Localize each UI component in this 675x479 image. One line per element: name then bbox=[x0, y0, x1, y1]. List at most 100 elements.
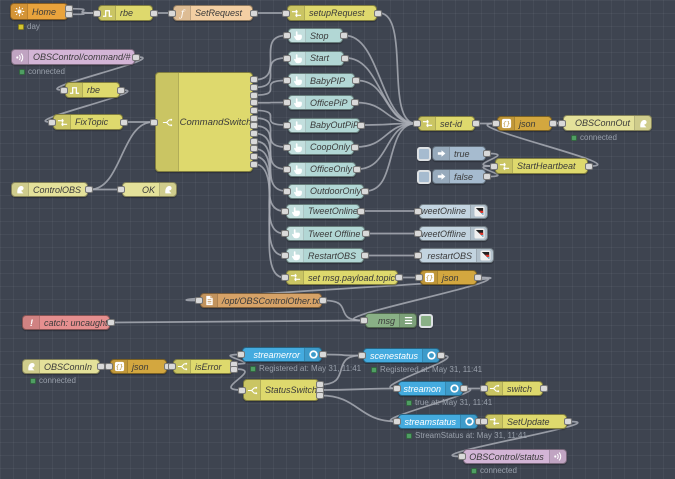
debug-toggle-button[interactable] bbox=[419, 313, 433, 328]
out-port[interactable] bbox=[357, 121, 365, 129]
node-msgdebug[interactable]: msg bbox=[365, 313, 417, 328]
in-port[interactable] bbox=[492, 120, 500, 127]
node-fixtopic[interactable]: FixTopic bbox=[53, 114, 123, 130]
in-port[interactable] bbox=[60, 86, 68, 94]
out-port[interactable] bbox=[483, 150, 491, 157]
wire[interactable] bbox=[111, 319, 364, 324]
node-outdooronly[interactable]: OutdoorOnly bbox=[288, 183, 364, 199]
inject-button[interactable] bbox=[417, 169, 431, 184]
wire[interactable] bbox=[56, 56, 144, 91]
out-port[interactable] bbox=[352, 77, 360, 84]
out-port[interactable] bbox=[250, 145, 258, 153]
out-port[interactable] bbox=[437, 352, 445, 359]
in-port[interactable] bbox=[105, 363, 113, 370]
in-port[interactable] bbox=[413, 120, 421, 127]
node-mqttout1[interactable]: OBSControl/status bbox=[463, 449, 567, 464]
in-port[interactable] bbox=[238, 386, 246, 394]
node-streamon[interactable]: streamon bbox=[398, 381, 463, 396]
in-port[interactable] bbox=[281, 274, 289, 281]
node-setuprequest[interactable]: setupRequest bbox=[287, 5, 377, 21]
out-port[interactable] bbox=[117, 86, 125, 94]
in-port[interactable] bbox=[458, 453, 466, 460]
out-port[interactable] bbox=[374, 9, 382, 17]
node-scenestatus[interactable]: scenestatus bbox=[363, 348, 440, 363]
node-officeonly[interactable]: OfficeOnly bbox=[288, 161, 356, 177]
node-ok[interactable]: OK bbox=[122, 182, 177, 197]
out-port[interactable] bbox=[361, 187, 369, 195]
in-port[interactable] bbox=[93, 9, 101, 17]
node-tweetonline[interactable]: TweetOnline bbox=[286, 203, 360, 219]
wire[interactable] bbox=[389, 387, 472, 423]
out-port[interactable] bbox=[357, 207, 365, 215]
node-controlobs[interactable]: ControlOBS bbox=[11, 182, 88, 197]
out-port[interactable] bbox=[340, 32, 348, 39]
node-mqttin1[interactable]: OBSControl/command/# bbox=[11, 49, 135, 65]
node-babypip[interactable]: BabyPIP bbox=[288, 73, 355, 88]
out-port[interactable] bbox=[341, 54, 349, 62]
out-port[interactable] bbox=[351, 99, 359, 106]
out-port[interactable] bbox=[250, 9, 258, 17]
node-injtrue[interactable]: true bbox=[432, 146, 486, 161]
node-cooponly[interactable]: CoopOnly bbox=[288, 139, 354, 155]
node-json2[interactable]: {}json bbox=[420, 270, 477, 285]
in-port[interactable] bbox=[168, 9, 176, 17]
wire[interactable] bbox=[389, 354, 449, 390]
out-port[interactable] bbox=[472, 120, 480, 127]
wire[interactable] bbox=[254, 79, 287, 96]
in-port[interactable] bbox=[283, 32, 291, 39]
out-port[interactable] bbox=[250, 83, 258, 91]
in-port[interactable] bbox=[415, 274, 423, 281]
node-json1[interactable]: {}json bbox=[497, 116, 552, 131]
out-port[interactable] bbox=[120, 118, 128, 126]
in-port[interactable] bbox=[393, 385, 401, 392]
in-port[interactable] bbox=[48, 118, 56, 126]
wire[interactable] bbox=[230, 368, 246, 391]
in-port[interactable] bbox=[360, 317, 368, 324]
in-port[interactable] bbox=[480, 385, 488, 392]
wire[interactable] bbox=[254, 109, 287, 126]
node-tweetonline2[interactable]: tweetOnline bbox=[419, 203, 488, 219]
out-port[interactable] bbox=[361, 252, 369, 259]
node-babyoutpip[interactable]: BabyOutPiP bbox=[288, 117, 360, 133]
out-port[interactable] bbox=[316, 392, 324, 399]
node-startheartbeat[interactable]: StartHeartbeat bbox=[495, 158, 588, 174]
in-port[interactable] bbox=[283, 121, 291, 129]
wire[interactable] bbox=[254, 57, 287, 89]
node-statusswitch[interactable]: StatusSwitch bbox=[243, 379, 319, 401]
wire[interactable] bbox=[89, 121, 154, 191]
out-port[interactable] bbox=[132, 53, 140, 61]
node-switch2[interactable]: switch bbox=[485, 381, 543, 396]
out-port[interactable] bbox=[250, 137, 258, 145]
out-port[interactable] bbox=[107, 319, 115, 326]
node-rbe1[interactable]: rbe bbox=[98, 5, 153, 21]
out-port[interactable] bbox=[549, 120, 557, 127]
wire[interactable] bbox=[254, 117, 287, 148]
out-port[interactable] bbox=[362, 230, 370, 237]
in-port[interactable] bbox=[281, 252, 289, 259]
node-catchnode[interactable]: !catch: uncaught bbox=[22, 315, 110, 330]
in-port[interactable] bbox=[282, 9, 290, 17]
in-port[interactable] bbox=[237, 351, 245, 358]
out-port[interactable] bbox=[150, 9, 158, 17]
node-json3[interactable]: {}json bbox=[110, 359, 167, 374]
in-port[interactable] bbox=[281, 207, 289, 215]
in-port[interactable] bbox=[283, 54, 291, 62]
in-port[interactable] bbox=[393, 418, 401, 425]
out-port[interactable] bbox=[250, 106, 258, 114]
in-port[interactable] bbox=[283, 99, 291, 106]
wire[interactable] bbox=[451, 420, 579, 458]
in-port[interactable] bbox=[480, 418, 488, 425]
node-stop[interactable]: Stop bbox=[288, 28, 343, 43]
in-port[interactable] bbox=[283, 143, 291, 151]
node-obsconnin[interactable]: OBSConnIn bbox=[22, 359, 100, 374]
out-port[interactable] bbox=[250, 160, 258, 168]
in-port[interactable] bbox=[283, 165, 291, 173]
out-port[interactable] bbox=[97, 363, 105, 370]
out-port[interactable] bbox=[230, 365, 238, 373]
node-setid[interactable]: set-id bbox=[418, 116, 475, 131]
wire[interactable] bbox=[365, 122, 417, 192]
out-port[interactable] bbox=[585, 162, 593, 170]
node-start[interactable]: Start bbox=[288, 50, 344, 66]
